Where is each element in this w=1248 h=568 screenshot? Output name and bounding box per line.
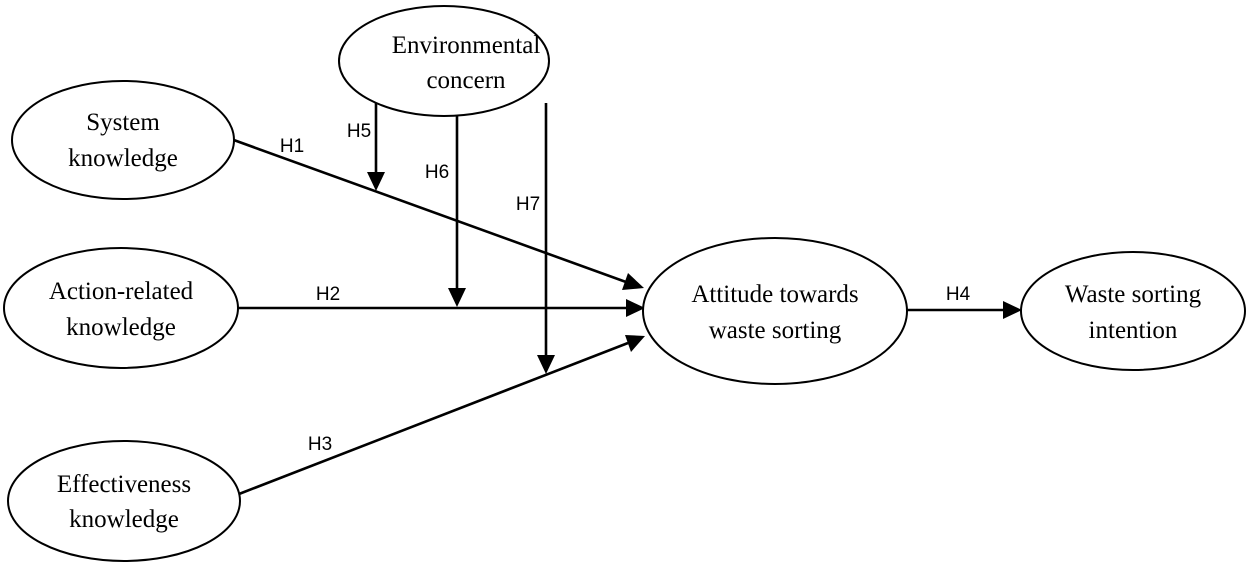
node-attitude: Attitude towards waste sorting bbox=[642, 237, 908, 385]
edge-h5 bbox=[367, 99, 385, 191]
edge-h6-arrowhead bbox=[448, 288, 466, 307]
node-system-knowledge-line-1: System bbox=[86, 109, 160, 136]
node-effectiveness-knowledge-ellipse bbox=[7, 440, 241, 562]
node-attitude-line-1: Attitude towards bbox=[691, 281, 858, 308]
node-action-related-knowledge: Action-related knowledge bbox=[3, 247, 239, 369]
node-environmental-concern-ellipse bbox=[338, 5, 550, 117]
node-attitude-line-2: waste sorting bbox=[709, 317, 842, 344]
edge-h3-label: H3 bbox=[308, 434, 332, 455]
node-attitude-ellipse bbox=[642, 237, 908, 385]
edge-h1 bbox=[230, 137, 644, 290]
edge-h6 bbox=[448, 116, 466, 307]
edge-h1-line bbox=[230, 137, 627, 284]
node-environmental-concern-line-1: Environmental bbox=[392, 32, 541, 59]
node-system-knowledge: System knowledge bbox=[11, 80, 235, 200]
edge-h4-arrowhead bbox=[1003, 301, 1022, 319]
node-action-related-knowledge-ellipse bbox=[3, 247, 239, 369]
node-effectiveness-knowledge: Effectiveness knowledge bbox=[7, 440, 241, 562]
edge-h2 bbox=[238, 299, 645, 317]
node-intention-line-2: intention bbox=[1089, 317, 1178, 344]
edge-h2-label: H2 bbox=[316, 284, 340, 305]
edge-h5-arrowhead bbox=[367, 172, 385, 191]
node-action-related-knowledge-line-2: knowledge bbox=[66, 314, 176, 341]
edge-h3-arrowhead bbox=[625, 335, 645, 352]
node-intention-line-1: Waste sorting bbox=[1065, 281, 1202, 308]
edge-h1-arrowhead bbox=[622, 273, 644, 290]
edge-h3 bbox=[238, 335, 645, 496]
node-effectiveness-knowledge-line-1: Effectiveness bbox=[57, 471, 191, 498]
edge-h4-label: H4 bbox=[946, 284, 971, 305]
edge-h3-line bbox=[238, 341, 629, 496]
node-action-related-knowledge-line-1: Action-related bbox=[49, 278, 194, 305]
edge-h1-label: H1 bbox=[280, 136, 304, 157]
node-system-knowledge-line-2: knowledge bbox=[68, 145, 178, 172]
edge-h4 bbox=[906, 301, 1022, 319]
node-intention: Waste sorting intention bbox=[1020, 251, 1246, 371]
edge-h7 bbox=[537, 103, 555, 374]
node-intention-ellipse bbox=[1020, 251, 1246, 371]
node-environmental-concern-line-2: concern bbox=[426, 67, 506, 94]
edge-h7-arrowhead bbox=[537, 355, 555, 374]
node-effectiveness-knowledge-line-2: knowledge bbox=[69, 506, 179, 533]
edge-h2-arrowhead bbox=[626, 299, 645, 317]
node-environmental-concern: Environmental concern bbox=[338, 5, 550, 117]
edge-h5-label: H5 bbox=[347, 121, 371, 142]
edge-h6-label: H6 bbox=[425, 162, 449, 183]
edge-h7-label: H7 bbox=[516, 194, 540, 215]
node-system-knowledge-ellipse bbox=[11, 80, 235, 200]
